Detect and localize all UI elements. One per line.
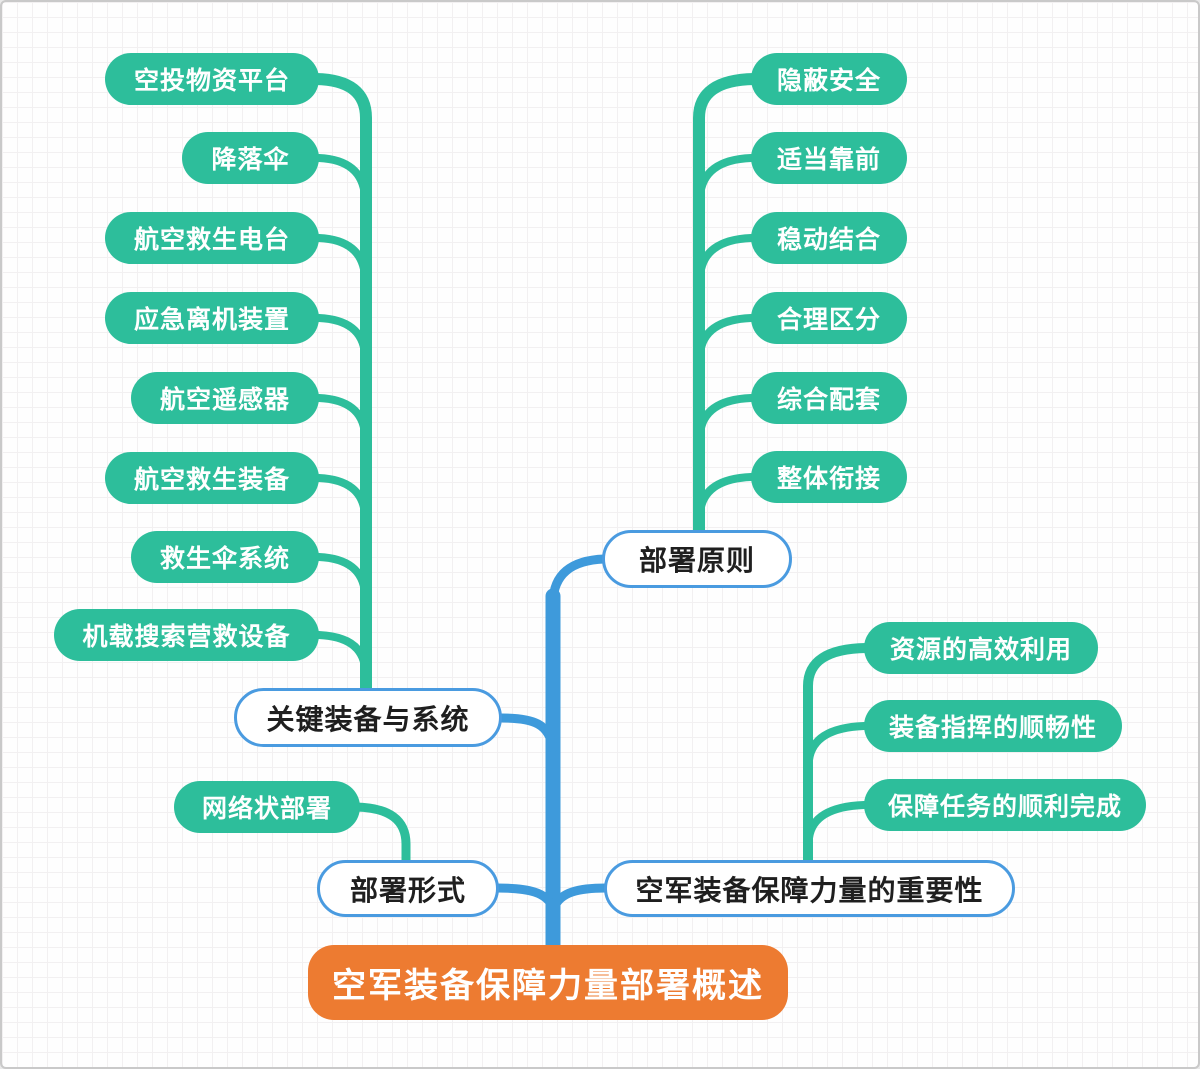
- leaf-node-comprehensive-support[interactable]: 综合配套: [751, 372, 907, 424]
- connector: [696, 473, 755, 517]
- branch-spine: [693, 73, 760, 538]
- branch-node-deployment-form[interactable]: 部署形式: [317, 860, 499, 917]
- trunk-link: [497, 713, 558, 753]
- connector: [696, 314, 755, 358]
- leaf-node-airdrop-supply-platform[interactable]: 空投物资平台: [105, 53, 319, 105]
- connector: [351, 802, 411, 868]
- connector: [315, 631, 369, 672]
- leaf-node-concealment-safety[interactable]: 隐蔽安全: [751, 53, 907, 105]
- leaf-node-network-deployment[interactable]: 网络状部署: [174, 781, 360, 833]
- connector: [315, 234, 369, 280]
- leaf-node-successful-task-completion[interactable]: 保障任务的顺利完成: [864, 779, 1146, 831]
- leaf-node-emergency-egress-device[interactable]: 应急离机装置: [105, 292, 319, 344]
- leaf-node-smooth-equipment-command[interactable]: 装备指挥的顺畅性: [864, 700, 1122, 752]
- branch-node-importance[interactable]: 空军装备保障力量的重要性: [604, 860, 1015, 917]
- leaf-node-aviation-remote-sensor[interactable]: 航空遥感器: [131, 372, 319, 424]
- trunk-link: [549, 883, 611, 913]
- connector: [696, 234, 755, 280]
- branch-node-deployment-principles[interactable]: 部署原则: [602, 530, 792, 588]
- connector: [805, 722, 868, 764]
- connector: [315, 314, 369, 358]
- leaf-node-parachute[interactable]: 降落伞: [182, 132, 319, 184]
- connector: [315, 394, 369, 438]
- connector: [805, 801, 868, 842]
- leaf-node-airborne-search-rescue-equipment[interactable]: 机载搜索营救设备: [54, 609, 319, 661]
- connector: [315, 553, 369, 597]
- leaf-node-life-saving-parachute-system[interactable]: 救生伞系统: [131, 531, 319, 583]
- branch-node-key-equipment[interactable]: 关键装备与系统: [234, 688, 502, 747]
- branch-spine: [803, 643, 871, 867]
- leaf-node-appropriately-forward[interactable]: 适当靠前: [751, 132, 907, 184]
- trunk-curve: [548, 554, 609, 607]
- leaf-node-stable-mobile-combination[interactable]: 稳动结合: [751, 212, 907, 264]
- branch-spine: [310, 73, 372, 696]
- leaf-node-aviation-rescue-equipment[interactable]: 航空救生装备: [105, 452, 319, 504]
- connector: [315, 474, 369, 518]
- leaf-node-reasonable-division[interactable]: 合理区分: [751, 292, 907, 344]
- connector: [696, 394, 755, 438]
- leaf-node-overall-integration[interactable]: 整体衔接: [751, 451, 907, 503]
- connector: [696, 154, 755, 200]
- trunk-link: [492, 883, 558, 913]
- connector: [315, 154, 369, 200]
- root-node[interactable]: 空军装备保障力量部署概述: [308, 945, 788, 1020]
- leaf-node-aviation-rescue-radio[interactable]: 航空救生电台: [105, 212, 319, 264]
- leaf-node-efficient-resource-use[interactable]: 资源的高效利用: [864, 622, 1098, 674]
